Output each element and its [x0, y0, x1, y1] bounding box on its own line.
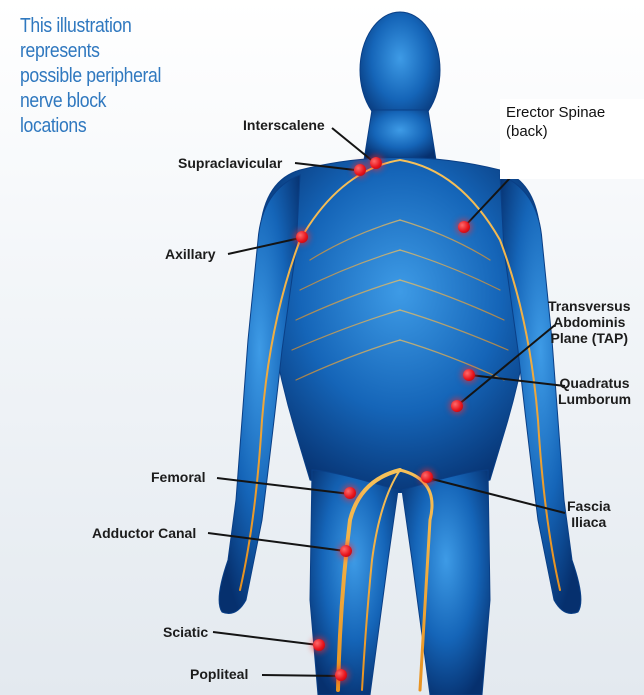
- label-interscalene: Interscalene: [243, 117, 325, 133]
- block-dot-supraclavicular: [354, 164, 366, 176]
- label-line: Quadratus: [558, 375, 631, 391]
- label-line: (back): [506, 122, 644, 141]
- block-dot-sciatic: [313, 639, 325, 651]
- label-fascia-iliaca: Fascia Iliaca: [567, 498, 611, 530]
- intro-line: nerve block: [20, 89, 196, 114]
- label-erector-spinae: Erector Spinae (back): [500, 99, 644, 179]
- label-quadratus-lumborum: Quadratus Lumborum: [558, 375, 631, 407]
- block-dot-quadratus: [463, 369, 475, 381]
- label-line: Fascia: [567, 498, 611, 514]
- block-dot-erector-spinae: [458, 221, 470, 233]
- label-line: Plane (TAP): [548, 330, 631, 346]
- block-dot-interscalene: [370, 157, 382, 169]
- label-sciatic: Sciatic: [163, 624, 208, 640]
- block-dot-femoral: [344, 487, 356, 499]
- block-dot-popliteal: [335, 669, 347, 681]
- leader-sciatic: [213, 632, 318, 645]
- block-dot-adductor-canal: [340, 545, 352, 557]
- label-supraclavicular: Supraclavicular: [178, 155, 282, 171]
- label-line: Transversus: [548, 298, 631, 314]
- label-line: Iliaca: [567, 514, 611, 530]
- intro-line: possible peripheral: [20, 64, 196, 89]
- label-line: Abdominis: [548, 314, 631, 330]
- label-popliteal: Popliteal: [190, 666, 248, 682]
- label-tap: Transversus Abdominis Plane (TAP): [548, 298, 631, 346]
- block-dot-fascia-iliaca: [421, 471, 433, 483]
- leader-popliteal: [262, 675, 340, 676]
- label-femoral: Femoral: [151, 469, 205, 485]
- label-line: Erector Spinae: [506, 103, 644, 122]
- block-dot-tap: [451, 400, 463, 412]
- label-adductor-canal: Adductor Canal: [92, 525, 196, 541]
- intro-line: locations: [20, 114, 196, 139]
- label-line: Lumborum: [558, 391, 631, 407]
- intro-line: represents: [20, 39, 196, 64]
- intro-line: This illustration: [20, 14, 196, 39]
- label-axillary: Axillary: [165, 246, 216, 262]
- intro-text: This illustration represents possible pe…: [20, 14, 196, 139]
- block-dot-axillary: [296, 231, 308, 243]
- right-leg: [402, 470, 490, 695]
